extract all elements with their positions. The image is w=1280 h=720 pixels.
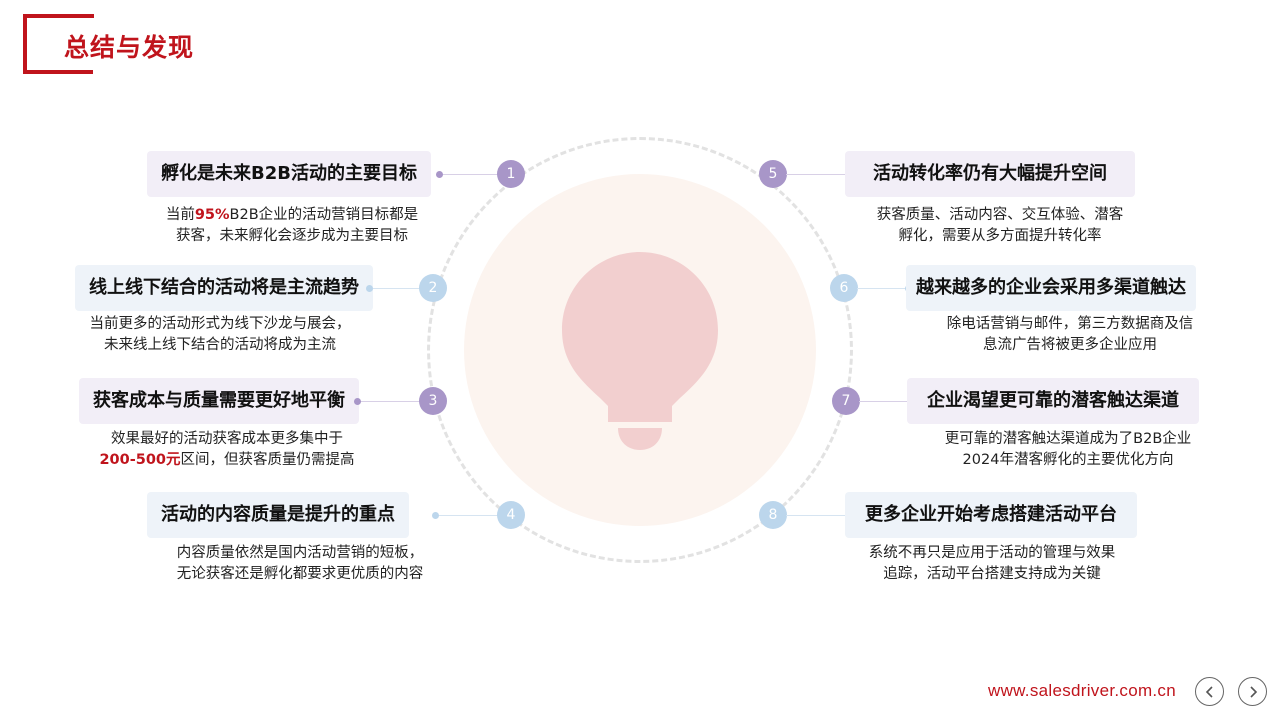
finding-title-2: 线上线下结合的活动将是主流趋势 xyxy=(89,277,359,298)
finding-desc-6: 除电话营销与邮件，第三方数据商及信 息流广告将被更多企业应用 xyxy=(946,316,1194,353)
finding-desc-5: 获客质量、活动内容、交互体验、潜客 孵化，需要从多方面提升转化率 xyxy=(876,207,1124,244)
finding-desc-2: 当前更多的活动形式为线下沙龙与展会， 未来线上线下结合的活动将成为主流 xyxy=(89,316,351,353)
chevron-left-icon xyxy=(1205,685,1213,698)
finding-title-8: 更多企业开始考虑搭建活动平台 xyxy=(865,504,1117,525)
finding-desc-4: 内容质量依然是国内活动营销的短板， 无论获客还是孵化都要求更优质的内容 xyxy=(176,545,424,582)
number-badge-4: 4 xyxy=(497,501,525,529)
finding-card-6: 越来越多的企业会采用多渠道触达 xyxy=(906,265,1196,311)
connector-line-6 xyxy=(857,288,907,289)
connector-dot-2 xyxy=(366,285,373,292)
finding-title-7: 企业渴望更可靠的潜客触达渠道 xyxy=(927,390,1179,411)
finding-title-6: 越来越多的企业会采用多渠道触达 xyxy=(916,277,1186,298)
finding-card-1: 孵化是未来B2B活动的主要目标 xyxy=(147,151,431,197)
finding-desc-3: 效果最好的活动获客成本更多集中于 200-500元区间，但获客质量仍需提高 xyxy=(99,431,355,468)
finding-card-7: 企业渴望更可靠的潜客触达渠道 xyxy=(907,378,1199,424)
finding-card-5: 活动转化率仍有大幅提升空间 xyxy=(845,151,1135,197)
prev-button[interactable] xyxy=(1195,677,1224,706)
lightbulb-icon xyxy=(562,252,718,450)
number-badge-6: 6 xyxy=(830,274,858,302)
connector-line-2 xyxy=(370,288,422,289)
finding-title-3: 获客成本与质量需要更好地平衡 xyxy=(93,390,345,411)
next-button[interactable] xyxy=(1238,677,1267,706)
finding-desc-7: 更可靠的潜客触达渠道成为了B2B企业 2024年潜客孵化的主要优化方向 xyxy=(944,431,1192,468)
number-badge-1: 1 xyxy=(497,160,525,188)
finding-title-1: 孵化是未来B2B活动的主要目标 xyxy=(161,163,417,184)
title-bracket-decoration xyxy=(23,14,94,74)
connector-line-1 xyxy=(440,174,502,175)
number-badge-7: 7 xyxy=(832,387,860,415)
page-title: 总结与发现 xyxy=(64,33,195,62)
connector-dot-4 xyxy=(432,512,439,519)
finding-card-4: 活动的内容质量是提升的重点 xyxy=(147,492,409,538)
dashed-ring xyxy=(427,137,853,563)
finding-desc-1: 当前95%B2B企业的活动营销目标都是 获客，未来孵化会逐步成为主要目标 xyxy=(165,207,419,244)
connector-line-4 xyxy=(436,515,502,516)
number-badge-2: 2 xyxy=(419,274,447,302)
finding-card-8: 更多企业开始考虑搭建活动平台 xyxy=(845,492,1137,538)
finding-card-2: 线上线下结合的活动将是主流趋势 xyxy=(75,265,373,311)
finding-title-4: 活动的内容质量是提升的重点 xyxy=(161,504,395,525)
chevron-right-icon xyxy=(1249,685,1257,698)
connector-line-7 xyxy=(859,401,911,402)
number-badge-5: 5 xyxy=(759,160,787,188)
connector-line-5 xyxy=(786,174,846,175)
connector-dot-3 xyxy=(354,398,361,405)
footer-url[interactable]: www.salesdriver.com.cn xyxy=(988,681,1176,700)
number-badge-3: 3 xyxy=(419,387,447,415)
finding-title-5: 活动转化率仍有大幅提升空间 xyxy=(873,163,1107,184)
connector-dot-1 xyxy=(436,171,443,178)
finding-card-3: 获客成本与质量需要更好地平衡 xyxy=(79,378,359,424)
number-badge-8: 8 xyxy=(759,501,787,529)
connector-line-8 xyxy=(786,515,846,516)
connector-line-3 xyxy=(358,401,422,402)
finding-desc-8: 系统不再只是应用于活动的管理与效果 追踪，活动平台搭建支持成为关键 xyxy=(868,545,1116,582)
